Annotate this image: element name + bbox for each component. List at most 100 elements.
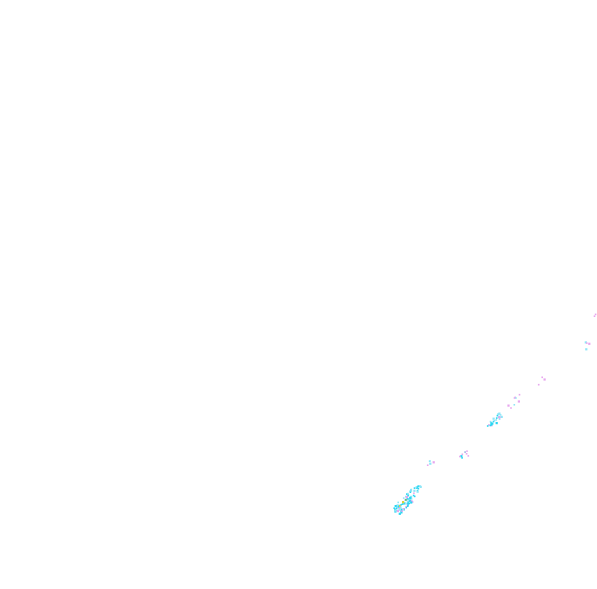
pixel-dot	[488, 424, 490, 426]
pixel-dot	[490, 421, 492, 424]
pixel-dot	[407, 498, 409, 500]
pixel-dot	[398, 512, 401, 515]
pixel-dot	[496, 414, 499, 417]
pixel-dot	[406, 500, 409, 503]
pixel-dot	[410, 488, 413, 491]
pixel-dot	[495, 419, 497, 421]
pixel-dot	[404, 503, 407, 505]
pixel-dot	[405, 506, 408, 509]
pixel-dot	[400, 506, 402, 508]
pixel-dot	[515, 397, 517, 399]
pixel-dot	[498, 416, 501, 419]
pixel-dot	[426, 464, 429, 466]
pixel-dot	[513, 397, 516, 399]
pixel-dot	[402, 497, 405, 499]
pixel-dot	[409, 496, 412, 499]
pixel-dot	[518, 393, 521, 396]
pixel-dot	[500, 415, 503, 418]
pixel-dot	[588, 342, 591, 345]
pixel-dot	[407, 505, 409, 507]
pixel-dot	[406, 501, 409, 505]
pixel-dot	[486, 425, 489, 427]
pixel-dot	[416, 490, 419, 493]
pixel-dot	[407, 494, 409, 497]
pixel-dot	[586, 342, 588, 344]
pixel-dot	[510, 407, 512, 409]
pixel-dot	[413, 489, 416, 492]
pixel-dot	[594, 313, 597, 316]
pixel-dot	[419, 485, 421, 487]
pixel-dot	[408, 502, 410, 505]
pixel-dot	[400, 511, 403, 514]
pixel-dot	[402, 501, 405, 504]
pixel-dot	[517, 400, 520, 403]
pixel-dot	[584, 341, 587, 344]
pixel-dot	[410, 500, 413, 503]
pixel-dot	[493, 419, 496, 422]
pixel-dot	[417, 487, 420, 490]
pixel-dot	[410, 490, 413, 492]
pixel-dot	[395, 507, 398, 510]
pixel-dot	[411, 501, 414, 503]
pixel-dot	[405, 505, 407, 508]
pixel-dot	[409, 499, 411, 501]
pixel-dot	[400, 504, 402, 506]
pixel-dot	[513, 404, 516, 406]
pixel-dot	[399, 505, 401, 507]
pixel-dot	[499, 414, 502, 416]
pixel-dot	[432, 461, 435, 464]
pixel-dot	[393, 507, 395, 509]
pixel-dot	[405, 495, 407, 498]
pixel-dot	[489, 424, 492, 427]
pixel-dot	[498, 418, 501, 420]
pixel-dot	[410, 498, 413, 500]
pixel-dot	[401, 510, 403, 512]
pixel-dot	[492, 417, 495, 420]
pixel-dot	[495, 417, 498, 419]
pixel-dot	[400, 508, 403, 511]
pixel-dot	[543, 378, 546, 381]
pixel-dot	[489, 420, 492, 423]
pixel-dot	[466, 450, 468, 452]
pixel-dot	[492, 420, 495, 423]
pixel-dot	[409, 491, 412, 493]
pixel-dot	[398, 508, 401, 511]
pixel-dot	[397, 506, 400, 508]
pixel-dot	[541, 376, 543, 379]
pixel-dot	[428, 460, 431, 462]
pixel-dot	[461, 457, 463, 459]
pixel-dot	[394, 505, 397, 508]
pixel-dot	[409, 490, 411, 492]
pixel-dot	[394, 509, 397, 512]
pixel-dot	[419, 485, 422, 488]
pixel-dot	[401, 503, 404, 505]
pixel-dot	[407, 492, 409, 495]
pixel-dot	[396, 509, 399, 513]
pixel-dot	[396, 504, 399, 506]
pixel-dot	[413, 495, 416, 498]
pixel-dot	[405, 499, 407, 501]
pixel-dot	[405, 495, 409, 498]
pixel-dot	[412, 494, 415, 497]
pixel-dot	[495, 422, 498, 425]
pixel-dot	[407, 504, 409, 506]
pixel-dot	[464, 451, 466, 453]
pixel-dot	[410, 501, 413, 504]
pixel-dot	[403, 502, 406, 505]
pixel-dot	[537, 383, 540, 386]
pixel-dot	[417, 485, 419, 487]
pixel-dot	[398, 507, 400, 509]
pixel-dot	[585, 348, 588, 351]
pixel-dot	[397, 501, 399, 504]
pixel-dot	[467, 455, 470, 457]
pixel-dot	[413, 492, 415, 494]
pixel-dot	[491, 422, 494, 425]
pixel-dot	[498, 412, 501, 415]
pixel-dot	[403, 508, 405, 510]
pixel-dot	[593, 315, 596, 317]
pixel-dot	[465, 453, 468, 455]
pixel-dot	[461, 453, 464, 456]
pixel-dot	[460, 455, 463, 458]
